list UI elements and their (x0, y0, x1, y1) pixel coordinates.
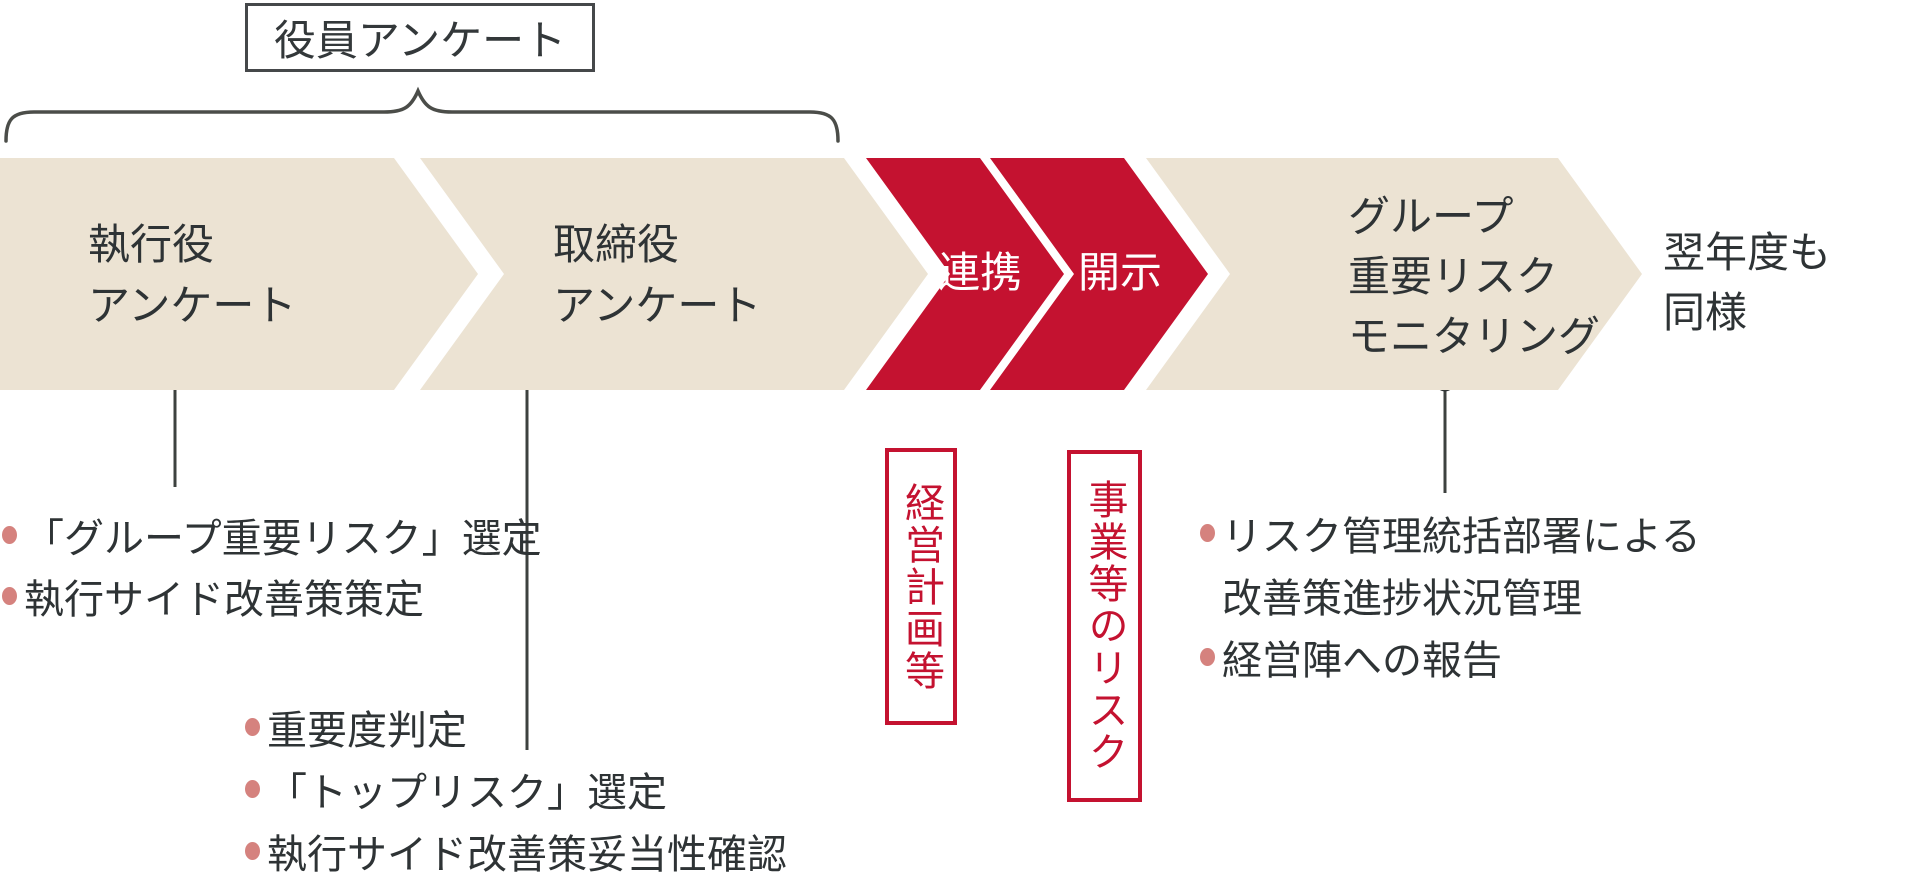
officer-survey-brace (4, 86, 840, 143)
step-disclosure-label: 開示 (1077, 249, 1162, 296)
annotation-item: 「トップリスク」選定 (245, 758, 787, 820)
bullet-dot-icon (2, 586, 17, 605)
step-monitoring-label-line3: モニタリング (1348, 313, 1601, 360)
bullet-dot-icon (245, 842, 260, 860)
monitoring-annotation-list: リスク管理統括部署による 改善策進捗状況管理 経営陣への報告 (1200, 502, 1701, 688)
bullet-dot-icon (245, 780, 260, 798)
director-annotation-list: 重要度判定 「トップリスク」選定 執行サイド改善策妥当性確認 (245, 696, 787, 882)
annotation-item: 「グループ重要リスク」選定 (2, 504, 542, 565)
annotation-text: 執行サイド改善策策定 (24, 577, 424, 622)
bullet-dot-icon (2, 525, 17, 544)
business-risk-box: 事業等のリスク (1067, 450, 1142, 802)
annotation-item-continuation: 改善策進捗状況管理 (1200, 564, 1701, 626)
step-executive-survey-label-line1: 執行役 (88, 221, 215, 268)
annotation-text: 経営陣への報告 (1222, 639, 1502, 683)
officer-survey-label: 役員アンケート (273, 17, 567, 64)
annotation-item: リスク管理統括部署による (1200, 502, 1701, 564)
bullet-dot-icon (1200, 648, 1215, 666)
next-year-note-line1: 翌年度も (1663, 229, 1832, 276)
annotation-item: 執行サイド改善策妥当性確認 (245, 820, 787, 882)
next-year-note: 翌年度も 同様 (1663, 223, 1831, 343)
annotation-item: 執行サイド改善策策定 (2, 565, 542, 626)
step-director-survey-label: 取締役 アンケート (553, 214, 761, 336)
annotation-item: 経営陣への報告 (1200, 626, 1701, 688)
step-coordination-label: 連携 (937, 249, 1022, 296)
annotation-text: 「トップリスク」選定 (267, 771, 667, 815)
step-monitoring-label-line2: 重要リスク (1348, 253, 1559, 300)
step-director-survey-label-line2: アンケート (553, 282, 762, 329)
business-risk-box-text: 事業等のリスク (1082, 479, 1127, 773)
annotation-text: リスク管理統括部署による (1222, 515, 1701, 559)
management-plan-box: 経営計画等 (885, 448, 957, 725)
step-director-survey-label-line1: 取締役 (553, 221, 680, 268)
management-plan-box-text: 経営計画等 (899, 481, 943, 692)
bullet-dot-icon (245, 718, 260, 736)
step-director-survey-chevron (420, 158, 928, 390)
step-monitoring-label: グループ 重要リスク モニタリング (1348, 187, 1600, 367)
officer-survey-label-box: 役員アンケート (245, 3, 595, 72)
step-executive-survey-label: 執行役 アンケート (88, 214, 296, 336)
step-executive-survey-label-line2: アンケート (88, 282, 297, 329)
annotation-item: 重要度判定 (245, 696, 787, 758)
step-executive-survey-chevron (0, 158, 478, 390)
bullet-dot-icon (1200, 524, 1215, 542)
next-year-note-line2: 同様 (1663, 289, 1748, 336)
annotation-text: 執行サイド改善策妥当性確認 (267, 833, 787, 877)
step-monitoring-label-line1: グループ (1348, 193, 1514, 240)
annotation-text: 改善策進捗状況管理 (1222, 577, 1582, 621)
annotation-text: 重要度判定 (267, 709, 467, 753)
executive-annotation-list: 「グループ重要リスク」選定 執行サイド改善策策定 (2, 504, 542, 626)
annotation-text: 「グループ重要リスク」選定 (24, 516, 542, 561)
